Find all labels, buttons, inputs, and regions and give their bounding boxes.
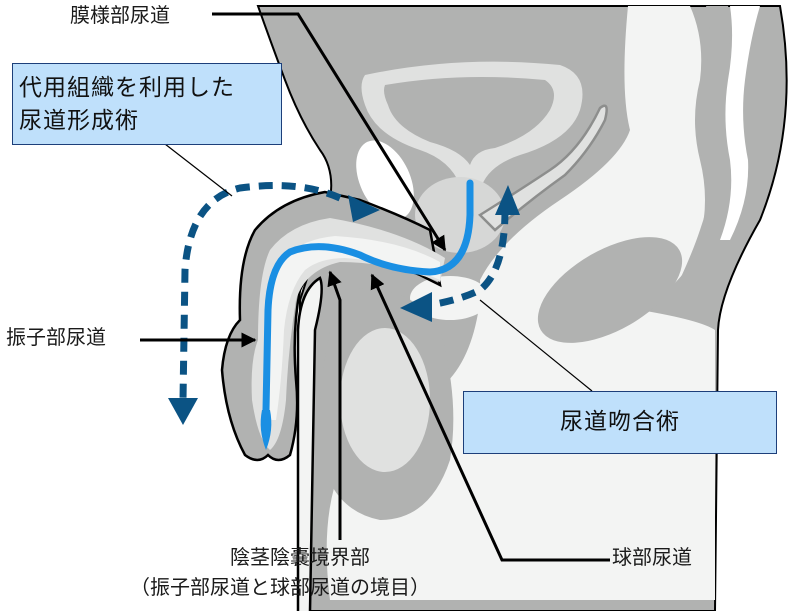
bladder-lumen: [384, 76, 554, 165]
prostate: [415, 177, 505, 253]
urethra: [262, 179, 474, 414]
box-substitute-line1: 代用組織を利用した: [19, 75, 235, 101]
leader-substitute: [164, 143, 233, 197]
testis: [340, 328, 430, 472]
dashed-arrow-anastomosis: [429, 209, 509, 309]
pointer-membranous: [212, 12, 447, 252]
leader-anastomosis: [479, 299, 593, 392]
pubic-bone: [356, 140, 414, 220]
dashed-arrow-substitute-down: [179, 182, 342, 401]
dashed-arrow-down-head-icon: [168, 398, 198, 425]
label-penoscrotal-junction: 陰茎陰嚢境界部: [230, 545, 370, 569]
pointer-penoscrotal: [327, 270, 342, 540]
thigh-outline: [296, 276, 323, 611]
label-membranous-urethra: 膜様部尿道: [70, 3, 170, 27]
box-anastomotic-urethroplasty: 尿道吻合術: [463, 391, 777, 454]
pointer-bulbar: [370, 273, 610, 562]
fossa-navicularis: [260, 410, 272, 450]
dashed-arrow-left-head-icon: [400, 292, 432, 322]
label-penoscrotal-note: （振子部尿道と球部尿道の境目）: [130, 575, 430, 599]
muscle-blob: [537, 237, 683, 343]
rectum-wall: [670, 6, 731, 300]
dashed-arrow-right-head-icon: [348, 195, 380, 222]
label-pendulous-urethra: 振子部尿道: [6, 325, 106, 349]
rectum-lumen: [720, 6, 760, 240]
urethra-pale: [265, 236, 440, 420]
dashed-arrow-up-head-icon: [495, 185, 520, 215]
box-substitute-urethroplasty: 代用組織を利用した 尿道形成術: [12, 63, 282, 145]
box-substitute-line2: 尿道形成術: [19, 108, 139, 135]
label-bulbar-urethra: 球部尿道: [612, 545, 692, 569]
